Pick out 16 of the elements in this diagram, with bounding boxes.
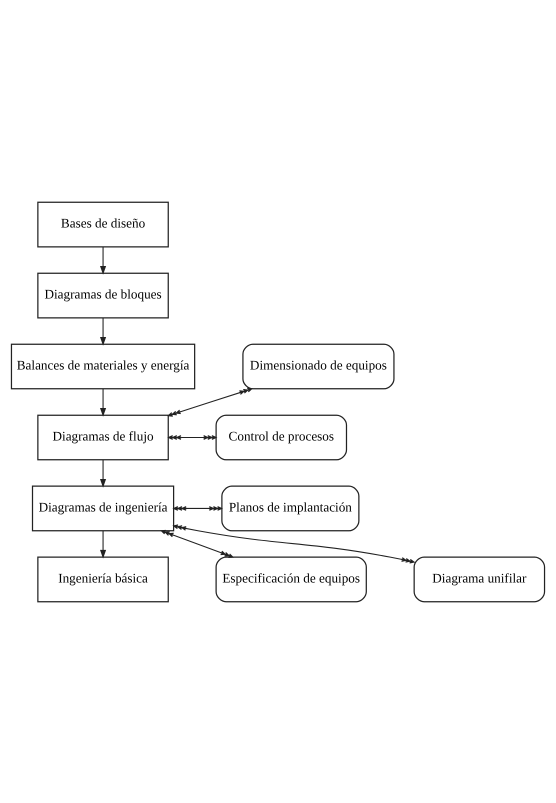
node-box: Especificación de equipos xyxy=(216,556,367,602)
arrow xyxy=(100,388,106,416)
node-box: Diagramas de flujo xyxy=(37,414,169,460)
arrow xyxy=(100,317,106,346)
node-box: Diagramas de bloques xyxy=(37,272,169,318)
arrow xyxy=(100,246,106,274)
node-box: Diagrama unifilar xyxy=(414,556,546,602)
node-box: Balances de materiales y energía xyxy=(10,343,196,389)
node-box: Bases de diseño xyxy=(37,201,169,247)
arrow xyxy=(100,530,106,558)
node-box: Ingeniería básica xyxy=(37,556,169,602)
node-box: Dimensionado de equipos xyxy=(242,343,395,389)
arrow xyxy=(100,459,106,488)
node-box: Control de procesos xyxy=(216,414,348,460)
node-box: Diagramas de ingeniería xyxy=(32,485,174,531)
node-box: Planos de implantación xyxy=(221,485,360,531)
